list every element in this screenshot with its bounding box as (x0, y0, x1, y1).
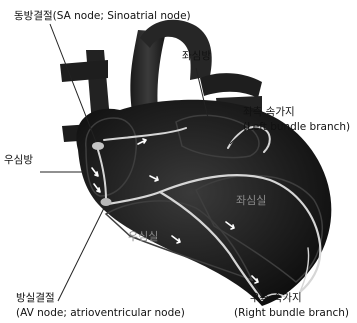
right-atrium-label: 우심방 (4, 154, 33, 167)
av-node-label-en: (AV node; atrioventricular node) (16, 307, 185, 320)
left-atrium-label: 좌심방 (182, 50, 211, 63)
leader-av-node (58, 208, 104, 301)
left-bundle-label-en: (Left bundle branch) (243, 121, 350, 134)
right-ventricle-label: 우심실 (128, 228, 158, 244)
sa-node-marker (92, 142, 104, 150)
right-bundle-label-kr: 우측 속가지 (250, 292, 302, 305)
av-node-label-kr: 방실결절 (16, 292, 55, 305)
left-ventricle-label: 좌심실 (236, 192, 266, 208)
left-bundle-label-kr: 좌측 속가지 (243, 106, 295, 119)
right-bundle-label-en: (Right bundle branch) (234, 307, 349, 320)
sa-node-label: 동방결절(SA node; Sinoatrial node) (14, 10, 191, 23)
av-node-marker (101, 198, 112, 206)
pulmonary-artery (200, 73, 262, 98)
